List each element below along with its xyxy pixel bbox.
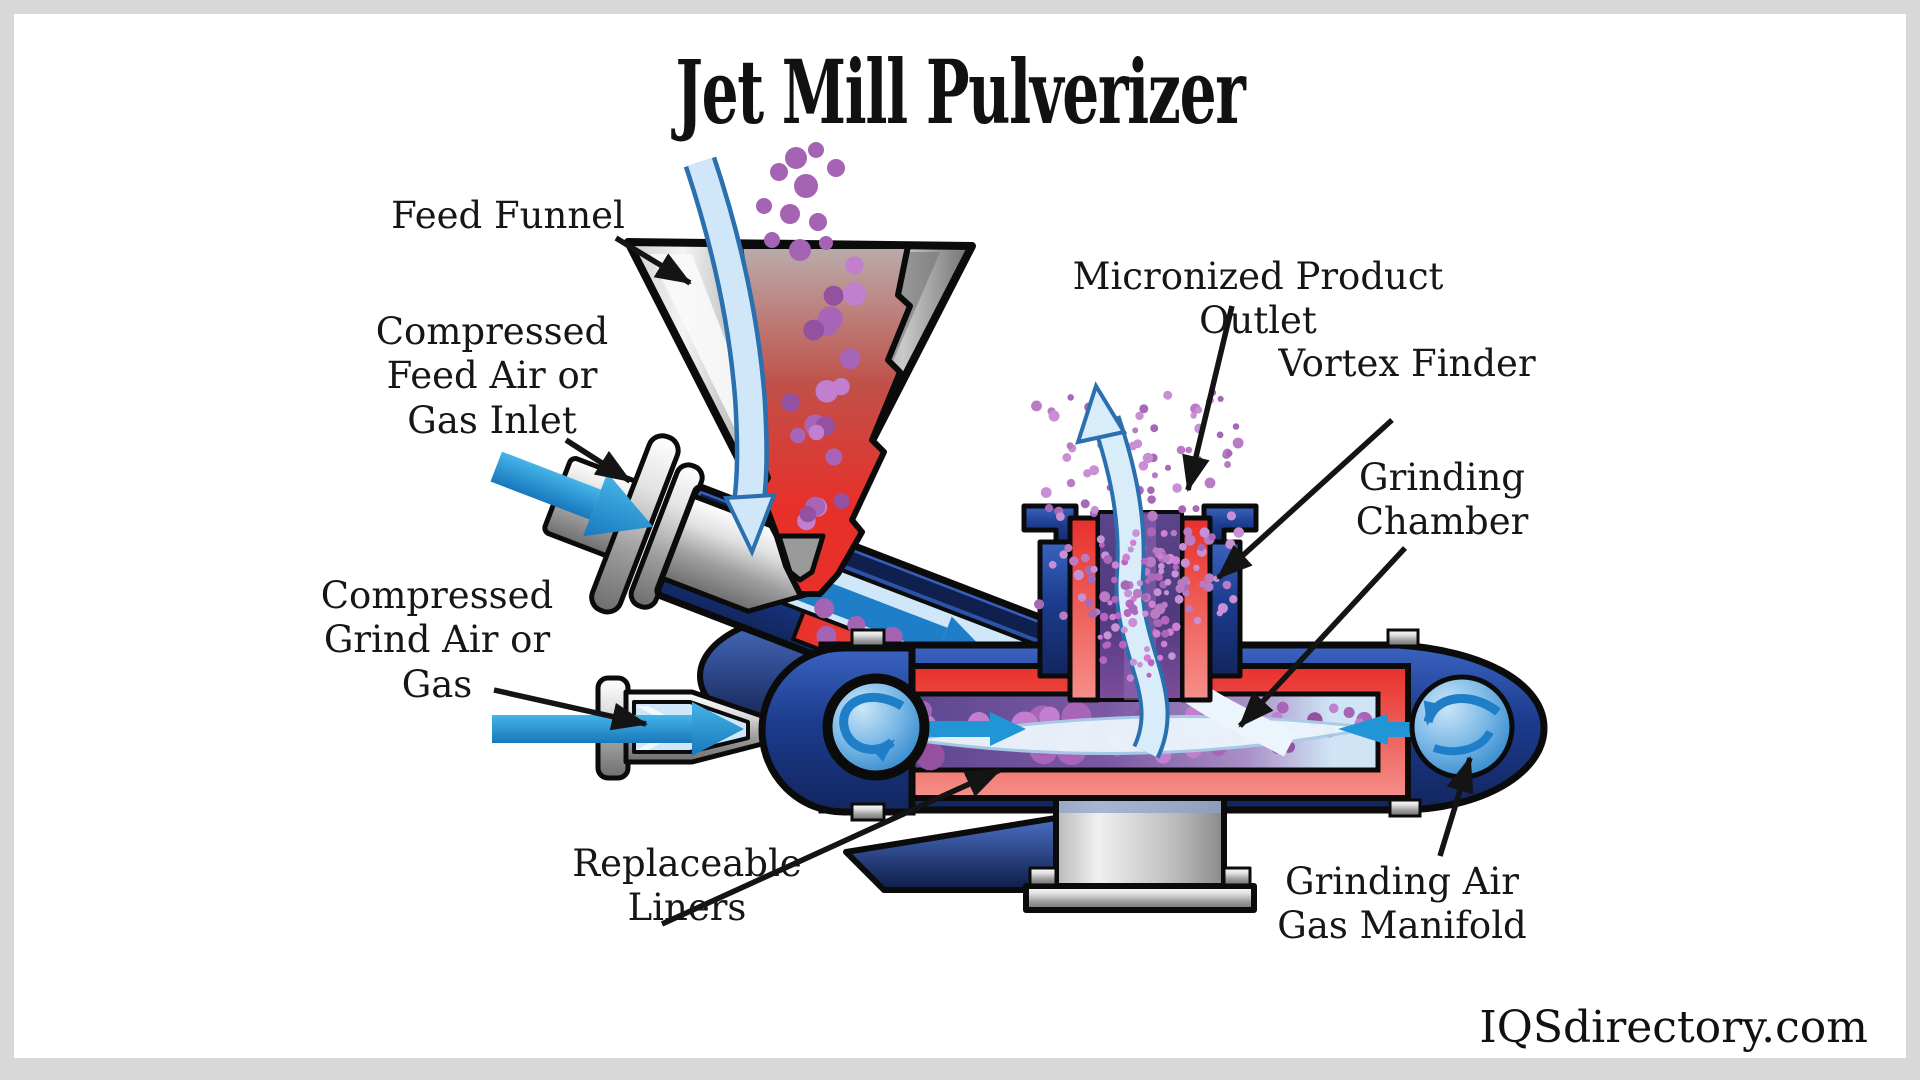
arrow-feed-air-inlet bbox=[564, 437, 632, 484]
watermark: IQSdirectory.com bbox=[1479, 1002, 1868, 1053]
arrow-gas-manifold bbox=[1437, 756, 1474, 857]
label-vortex-finder: Vortex Finder bbox=[1278, 342, 1536, 385]
page-title: Jet Mill Pulverizer bbox=[675, 40, 1246, 144]
label-feed-funnel: Feed Funnel bbox=[391, 194, 625, 237]
funnel-particles bbox=[781, 256, 867, 568]
arrow-grinding-chamber bbox=[1237, 546, 1408, 728]
arrow-grind-air bbox=[493, 687, 648, 731]
label-compressed-feed-air: Compressed Feed Air or Gas Inlet bbox=[375, 310, 609, 442]
label-grinding-chamber: Grinding Chamber bbox=[1355, 456, 1529, 544]
pedestal bbox=[843, 787, 1257, 913]
feed-funnel bbox=[624, 238, 976, 597]
label-micronized-product-outlet: Micronized Product Outlet bbox=[1072, 255, 1444, 343]
chamber-bolts bbox=[850, 628, 1422, 822]
left-end-cap bbox=[758, 644, 930, 816]
outlet-arrow bbox=[1075, 381, 1170, 759]
label-replaceable-liners: Replaceable Liners bbox=[572, 842, 802, 930]
arrow-vortex-finder bbox=[1216, 417, 1394, 581]
right-end-cap bbox=[1409, 674, 1515, 780]
arrow-micronized-outlet bbox=[1182, 305, 1235, 492]
spray-overlay-particles bbox=[1069, 554, 1220, 638]
feed-air-arrow bbox=[490, 451, 654, 537]
label-compressed-grind-air: Compressed Grind Air or Gas bbox=[320, 574, 554, 706]
manifold-ball-right bbox=[1409, 674, 1515, 780]
callout-arrows bbox=[493, 235, 1474, 927]
hopper-particles bbox=[756, 142, 845, 261]
label-grinding-air-gas-manifold: Grinding Air Gas Manifold bbox=[1277, 860, 1527, 948]
grind-air-inlet bbox=[492, 675, 765, 781]
arrow-replaceable-liners bbox=[660, 767, 1002, 927]
feed-flow-arrow bbox=[683, 156, 777, 558]
arrow-feed-funnel bbox=[614, 235, 692, 286]
